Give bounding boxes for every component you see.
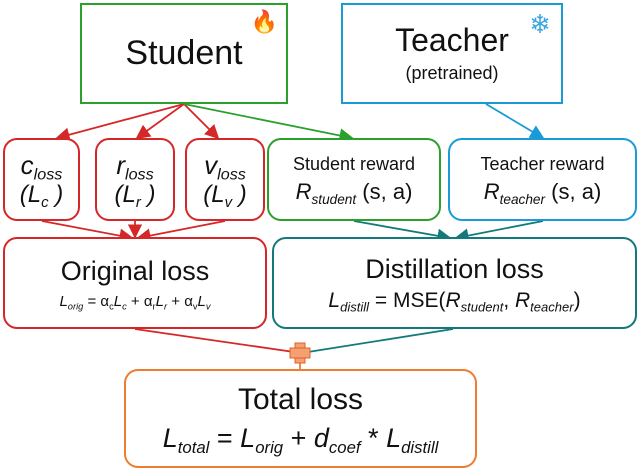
arrow-closs-to-original bbox=[41, 220, 134, 243]
vloss-symbol: vloss bbox=[204, 150, 246, 184]
fire-icon: 🔥 bbox=[250, 9, 278, 34]
teacher-label: Teacher bbox=[395, 22, 509, 59]
arrow-student-to-student-reward bbox=[183, 103, 354, 143]
student-reward-formula: Rstudent (s, a) bbox=[295, 179, 413, 207]
line-distill-to-plus bbox=[307, 328, 454, 353]
student-box: Student 🔥 bbox=[80, 3, 288, 104]
teacher-sublabel: (pretrained) bbox=[405, 62, 499, 83]
original-loss-formula: Lorig = αcLc + αrLr + αvLv bbox=[59, 293, 211, 312]
student-reward-title: Student reward bbox=[292, 154, 416, 174]
distillation-loss-formula: Ldistill = MSE(Rstudent, Rteacher) bbox=[328, 288, 581, 315]
arrow-student-to-closs bbox=[55, 103, 185, 142]
snowflake-icon: ❄ bbox=[529, 9, 551, 39]
vloss-box: vloss (Lv ) bbox=[185, 138, 265, 221]
vloss-term: (Lv ) bbox=[203, 181, 247, 212]
total-loss-box: Total loss Ltotal = Lorig + dcoef * Ldis… bbox=[124, 369, 477, 468]
arrow-teacher-to-teacher-reward bbox=[485, 103, 545, 139]
teacher-reward-box: Teacher reward Rteacher (s, a) bbox=[448, 138, 637, 221]
rloss-box: rloss (Lr ) bbox=[95, 138, 175, 221]
original-loss-box: Original loss Lorig = αcLc + αrLr + αvLv bbox=[3, 237, 267, 329]
arrow-teacher-reward-to-distill bbox=[454, 220, 544, 243]
rloss-term: (Lr ) bbox=[114, 181, 156, 212]
rloss-symbol: rloss bbox=[116, 150, 154, 184]
student-reward-box: Student reward Rstudent (s, a) bbox=[267, 138, 441, 221]
closs-symbol: closs bbox=[20, 150, 63, 184]
distillation-loss-box: Distillation loss Ldistill = MSE(Rstuden… bbox=[272, 237, 637, 329]
original-loss-title: Original loss bbox=[60, 256, 210, 286]
plus-icon bbox=[289, 342, 311, 364]
closs-term: (Lc ) bbox=[19, 181, 64, 212]
total-loss-formula: Ltotal = Lorig + dcoef * Ldistill bbox=[162, 423, 439, 457]
arrow-vloss-to-original bbox=[136, 220, 226, 243]
teacher-reward-formula: Rteacher (s, a) bbox=[483, 179, 602, 207]
arrow-student-to-rloss bbox=[135, 103, 185, 140]
student-label: Student bbox=[125, 34, 243, 72]
teacher-box: Teacher (pretrained) ❄ bbox=[341, 3, 563, 104]
distillation-loss-title: Distillation loss bbox=[365, 253, 544, 284]
total-loss-title: Total loss bbox=[237, 383, 364, 416]
arrow-student-to-vloss bbox=[183, 103, 220, 140]
line-original-to-plus bbox=[134, 328, 295, 353]
arrow-student-reward-to-distill bbox=[353, 220, 452, 243]
teacher-reward-title: Teacher reward bbox=[480, 154, 605, 174]
closs-box: closs (Lc ) bbox=[3, 138, 80, 221]
